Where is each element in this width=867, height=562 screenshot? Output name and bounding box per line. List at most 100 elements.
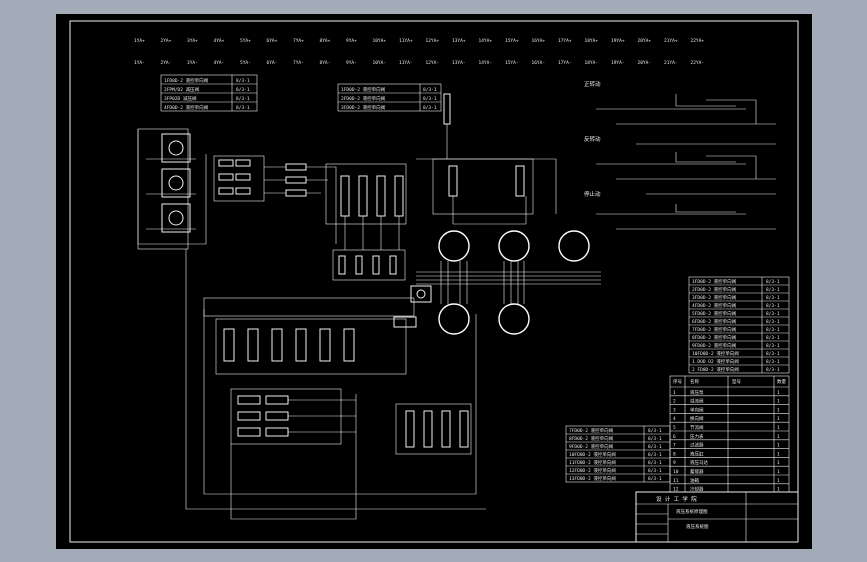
parts-code: 8/3-1 xyxy=(766,367,780,373)
valve-label: 7YA+ xyxy=(293,38,304,44)
valve-label: 3YA- xyxy=(187,60,198,66)
legend-text: 3FP02D 减压阀 xyxy=(164,95,197,102)
legend-text: 13FD0D-2 液控单向阀 xyxy=(569,475,616,482)
table-cell: 12 xyxy=(673,487,679,493)
upper-right-valve-group xyxy=(416,93,557,225)
title-block-drawing-name: 液压系统原理图 xyxy=(676,508,708,515)
table-cell: 冷却器 xyxy=(690,486,704,493)
valve-label: 12YA- xyxy=(426,60,440,66)
valve-label: 9YA- xyxy=(346,60,357,66)
table-cell: 1 xyxy=(777,425,780,431)
parts-code: 8/3-1 xyxy=(766,319,780,325)
valve-label-row-1: 1YA+2YA+3YA+4YA+5YA+6YA+7YA+8YA+9YA+10YA… xyxy=(134,38,704,44)
valve-label: 19YA- xyxy=(611,60,625,66)
lower-right-valves xyxy=(395,403,472,455)
legend-text: 3FD0D-2 液控单向阀 xyxy=(341,104,386,111)
table-cell: 节流阀 xyxy=(690,424,704,431)
table-cell: 液压马达 xyxy=(690,459,708,466)
valve-label: 11YA+ xyxy=(399,38,413,44)
sequence-label: 停止动 xyxy=(584,190,601,198)
valve-label: 22YA- xyxy=(691,60,705,66)
valve-label: 12YA+ xyxy=(426,38,440,44)
inner-border xyxy=(69,20,799,543)
legend-text: 9FD0D-2 液控单向阀 xyxy=(569,443,614,450)
table-cell: 1 xyxy=(777,478,780,484)
sequence-label: 正转动 xyxy=(584,80,601,88)
legend-text: 8FD0D-2 液控单向阀 xyxy=(569,435,614,442)
parts-code: 8/3-1 xyxy=(766,359,780,365)
valve-label: 15YA+ xyxy=(505,38,519,44)
valve-label: 20YA+ xyxy=(638,38,652,44)
pump-motors xyxy=(410,230,601,335)
valve-label: 7YA- xyxy=(293,60,304,66)
table-cell: 11 xyxy=(673,478,679,484)
valve-label: 9YA+ xyxy=(346,38,357,44)
valve-label: 14YA- xyxy=(479,60,493,66)
table-header: 型号 xyxy=(732,378,741,385)
legend-code: 8/3-1 xyxy=(648,460,662,466)
parts-text: 4FD0D-2 液控单向阀 xyxy=(692,302,737,309)
parts-code: 8/3-1 xyxy=(766,351,780,357)
valve-label: 2YA+ xyxy=(161,38,172,44)
sequence-label: 反转动 xyxy=(584,135,601,143)
parts-text: 1 DOD D2 液控单向阀 xyxy=(692,358,739,365)
table-header: 名称 xyxy=(690,378,699,385)
legend-text: 7FD0D-2 液控单向阀 xyxy=(569,427,614,434)
table-cell: 1 xyxy=(777,390,780,396)
valve-label: 5YA+ xyxy=(240,38,251,44)
legend-text: 11FD0D-2 液控单向阀 xyxy=(569,459,616,466)
valve-label: 10YA- xyxy=(373,60,387,66)
valve-label: 17YA- xyxy=(558,60,572,66)
valve-label: 18YA- xyxy=(585,60,599,66)
legend-text: 1FD0D-2 液控单向阀 xyxy=(341,86,386,93)
legend-text: 4FD0D-2 液控单向阀 xyxy=(164,104,209,111)
middle-valve-row xyxy=(185,249,486,510)
table-cell: 1 xyxy=(777,407,780,413)
valve-label: 6YA- xyxy=(267,60,278,66)
table-cell: 过滤器 xyxy=(690,442,704,449)
parts-code: 8/3-1 xyxy=(766,335,780,341)
table-cell: 1 xyxy=(777,487,780,493)
valve-label: 1YA+ xyxy=(134,38,145,44)
parts-code: 8/3-1 xyxy=(766,287,780,293)
title-block: 设 计 工 学 院 液压系统原理图 液压系统图 xyxy=(635,491,799,543)
table-cell: 1 xyxy=(777,399,780,405)
legend-code: 8/3-1 xyxy=(648,436,662,442)
table-cell: 溢流阀 xyxy=(690,398,704,405)
valve-label: 20YA- xyxy=(638,60,652,66)
valve-label: 21YA- xyxy=(664,60,678,66)
table-cell: 压力表 xyxy=(690,433,704,440)
left-actuator-bank xyxy=(137,128,207,250)
parts-text: 2 FD0D-2 液控单向阀 xyxy=(692,366,739,373)
valve-label: 16YA+ xyxy=(532,38,546,44)
table-cell: 5 xyxy=(673,425,676,431)
valve-label: 16YA- xyxy=(532,60,546,66)
title-block-subtitle: 液压系统图 xyxy=(686,523,709,530)
valve-label: 3YA+ xyxy=(187,38,198,44)
lower-valve-block xyxy=(230,388,357,520)
legend-code: 8/3-1 xyxy=(648,444,662,450)
parts-text: 5FD0D-2 液控单向阀 xyxy=(692,310,737,317)
parts-text: 10FD0D-2 液控单向阀 xyxy=(692,350,739,357)
valve-label: 13YA- xyxy=(452,60,466,66)
drawing-sheet: 1YA+2YA+3YA+4YA+5YA+6YA+7YA+8YA+9YA+10YA… xyxy=(56,14,812,549)
table-cell: 1 xyxy=(777,443,780,449)
valve-label: 19YA+ xyxy=(611,38,625,44)
table-cell: 2 xyxy=(673,399,676,405)
legend-text: 1FD0D-2 液控单向阀 xyxy=(164,77,209,84)
legend-bottom-left: 7FD0D-2 液控单向阀 8/3-1 8FD0D-2 液控单向阀 8/3-1 9FD0… xyxy=(565,425,671,483)
valve-label: 8YA+ xyxy=(320,38,331,44)
table-cell: 1 xyxy=(777,451,780,457)
legend-text: 10FD0D-2 液控单向阀 xyxy=(569,451,616,458)
parts-code: 8/3-1 xyxy=(766,311,780,317)
table-cell: 1 xyxy=(777,469,780,475)
legend-code: 8/3-1 xyxy=(236,78,250,84)
table-cell: 液压泵 xyxy=(690,389,704,396)
valve-label: 14YA+ xyxy=(479,38,493,44)
valve-label: 5YA- xyxy=(240,60,251,66)
legend-code: 8/3-1 xyxy=(648,476,662,482)
upper-directional-valves xyxy=(325,163,407,281)
